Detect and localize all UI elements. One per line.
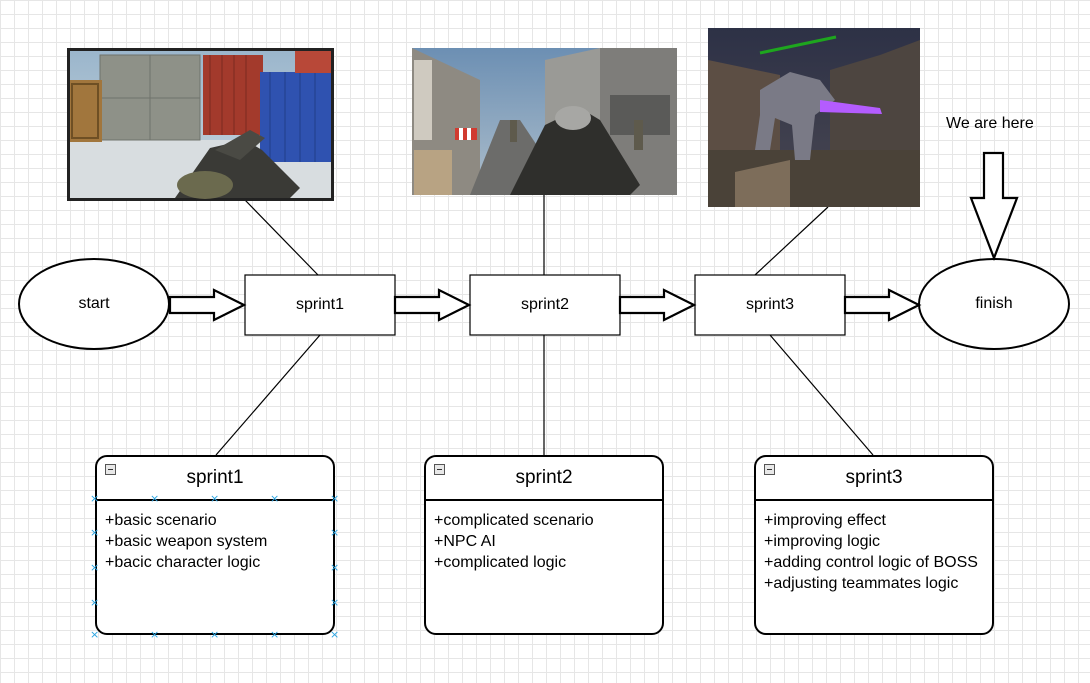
arrow-start-to-sprint1 <box>168 288 247 322</box>
list-item: +improving effect <box>764 512 886 529</box>
sprint2-card-items: +complicated scenario +NPC AI +complicat… <box>434 510 656 573</box>
sprint1-card-title: sprint1 <box>97 457 333 501</box>
selection-handle[interactable]: × <box>90 561 100 574</box>
sprint3-card-title: sprint3 <box>756 457 992 501</box>
sprint1-card[interactable]: sprint1 +basic scenario +basic weapon sy… <box>95 455 335 635</box>
selection-handle[interactable]: × <box>330 561 340 574</box>
list-item: +adding control logic of BOSS <box>764 554 978 571</box>
sprint1-card-items: +basic scenario +basic weapon system +ba… <box>105 510 327 573</box>
collapse-icon[interactable] <box>105 464 116 475</box>
sprint3-node <box>694 274 846 336</box>
list-item: +adjusting teammates logic <box>764 575 959 592</box>
selection-handle[interactable]: × <box>330 492 340 505</box>
start-label: start <box>78 295 110 312</box>
list-item: +complicated logic <box>434 554 567 571</box>
sprint1-screenshot <box>67 48 334 201</box>
sprint2-node <box>469 274 621 336</box>
list-item: +NPC AI <box>434 533 496 550</box>
connector-screenshot3 <box>754 206 829 276</box>
sprint2-screenshot <box>412 48 677 195</box>
list-item: +improving logic <box>764 533 881 550</box>
selection-handle[interactable]: × <box>330 628 340 641</box>
selection-handle[interactable]: × <box>210 492 220 505</box>
selection-handle[interactable]: × <box>90 628 100 641</box>
list-item: +complicated scenario <box>434 512 594 529</box>
finish-label: finish <box>975 295 1013 312</box>
selection-handle[interactable]: × <box>90 526 100 539</box>
sprint3-card[interactable]: sprint3 +improving effect +improving log… <box>754 455 994 635</box>
list-item: +basic scenario <box>105 512 217 529</box>
collapse-icon[interactable] <box>764 464 775 475</box>
we-are-here-arrow <box>969 151 1019 262</box>
selection-handle[interactable]: × <box>210 628 220 641</box>
selection-handle[interactable]: × <box>90 596 100 609</box>
connector-screenshot1 <box>244 199 319 276</box>
selection-handle[interactable]: × <box>330 526 340 539</box>
sprint3-card-items: +improving effect +improving logic +addi… <box>764 510 986 594</box>
selection-handle[interactable]: × <box>150 628 160 641</box>
sprint2-card[interactable]: sprint2 +complicated scenario +NPC AI +c… <box>424 455 664 635</box>
selection-handle[interactable]: × <box>330 596 340 609</box>
sprint3-node-label: sprint3 <box>745 296 795 313</box>
arrow-sprint3-to-finish <box>843 288 922 322</box>
selection-handle[interactable]: × <box>270 628 280 641</box>
sprint2-node-label: sprint2 <box>520 296 570 313</box>
sprint2-card-title: sprint2 <box>426 457 662 501</box>
connector-card1 <box>215 334 321 456</box>
list-item: +basic weapon system <box>105 533 268 550</box>
selection-handle[interactable]: × <box>270 492 280 505</box>
selection-handle[interactable]: × <box>150 492 160 505</box>
connector-card3 <box>769 334 874 456</box>
sprint1-node <box>244 274 396 336</box>
sprint3-screenshot <box>708 28 920 207</box>
we-are-here-label: We are here <box>946 115 1034 132</box>
arrow-sprint2-to-sprint3 <box>618 288 697 322</box>
selection-handle[interactable]: × <box>90 492 100 505</box>
collapse-icon[interactable] <box>434 464 445 475</box>
sprint1-node-label: sprint1 <box>295 296 345 313</box>
list-item: +bacic character logic <box>105 554 261 571</box>
arrow-sprint1-to-sprint2 <box>393 288 472 322</box>
